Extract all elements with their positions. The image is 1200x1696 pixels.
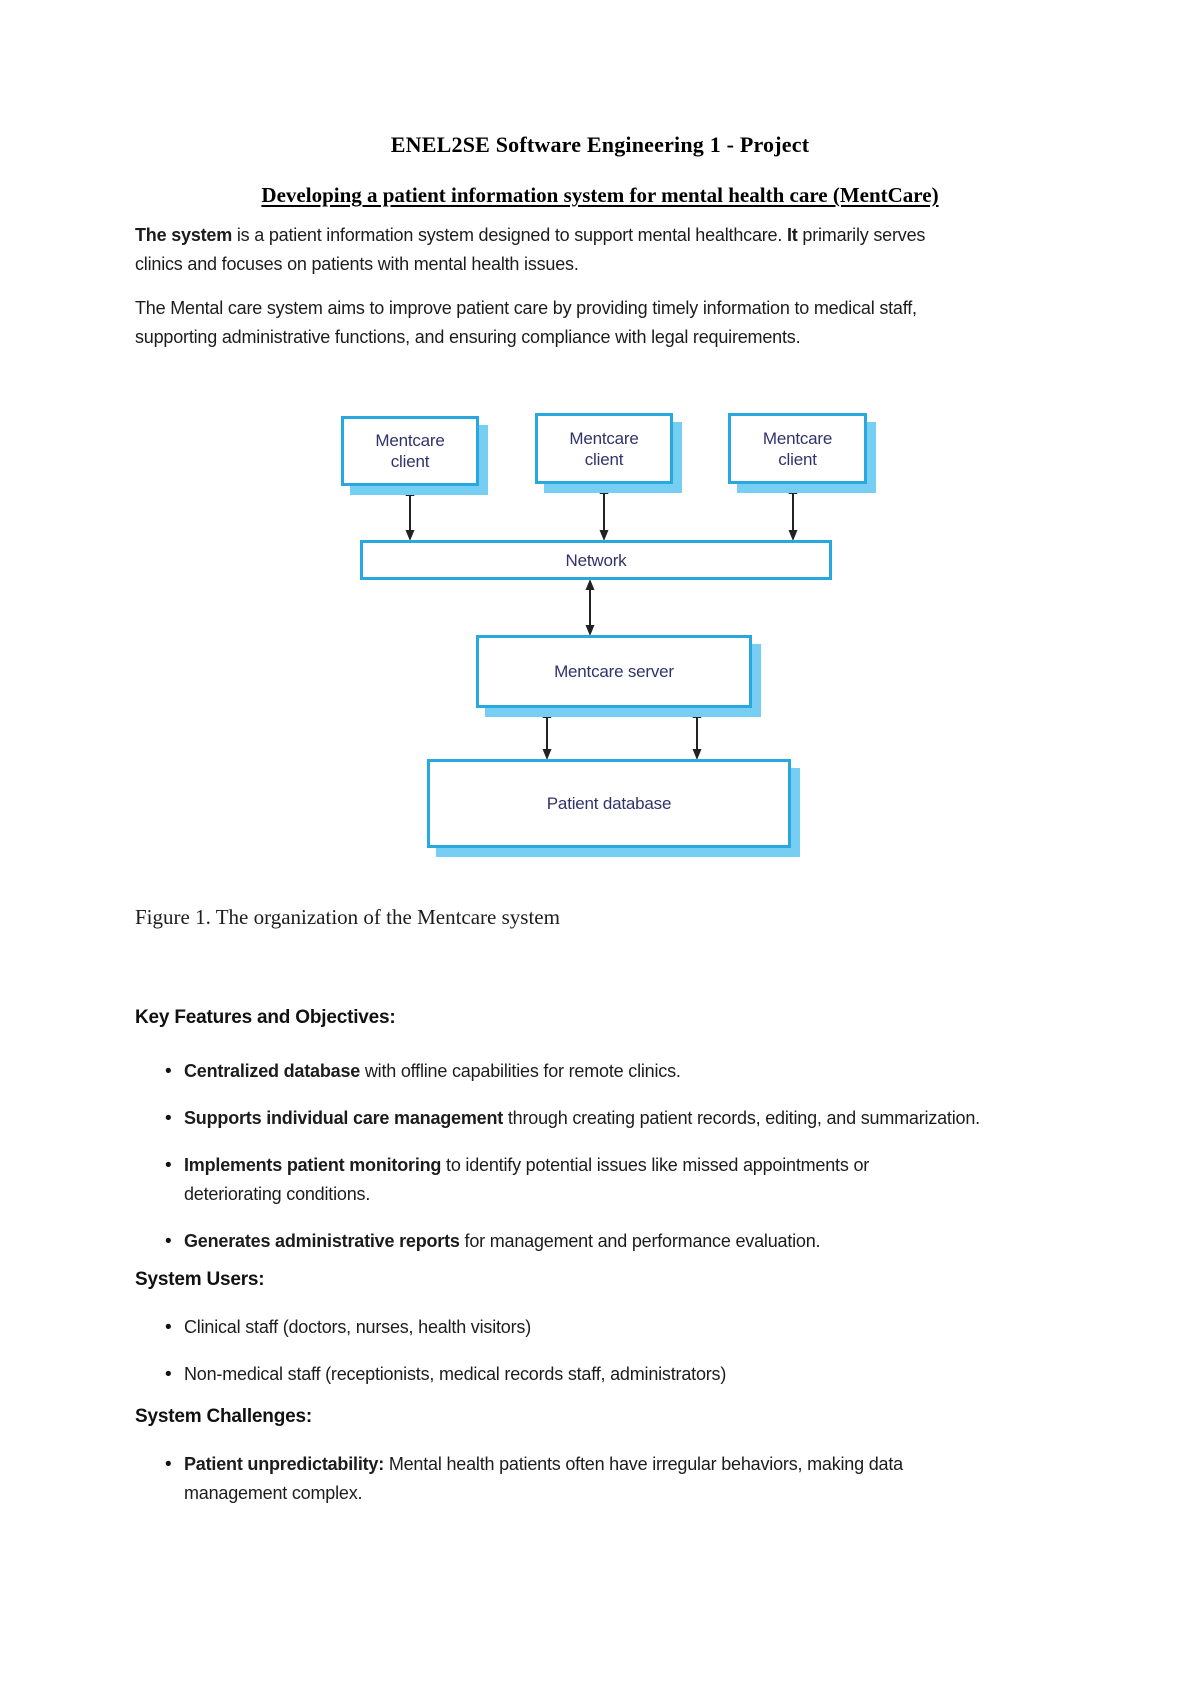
node-label-database: Patient database (546, 794, 672, 813)
intro-text-end: primarily serves clinics and focuses on … (135, 225, 926, 274)
diagram-arrows (405, 483, 798, 760)
system-challenges-heading: System Challenges: (135, 1406, 312, 1427)
node-label-network: Network (565, 550, 627, 570)
feature-rest: to identify potential issues like missed… (184, 1155, 870, 1204)
diagram-node-mentcare-client-3: Mentcare client (728, 413, 867, 484)
aims-paragraph: The Mental care system aims to improve p… (135, 298, 917, 347)
diagram-node-network: Network (360, 540, 832, 580)
mentcare-architecture-diagram: Mentcare client Mentcare client Mentcare… (135, 380, 1065, 865)
challenge-lead: Patient unpredictability: (184, 1454, 385, 1474)
page-subtitle: Developing a patient information system … (261, 183, 939, 207)
double-arrow-client2-network (599, 483, 609, 541)
key-features-heading: Key Features and Objectives: (135, 1007, 396, 1028)
page-title: ENEL2SE Software Engineering 1 - Project (390, 132, 810, 157)
diagram-node-mentcare-server: Mentcare server (476, 635, 752, 708)
user-item-clinical-staff: Clinical staff (doctors, nurses, health … (165, 1313, 1065, 1342)
key-features-list: Centralized database with offline capabi… (135, 1057, 1065, 1256)
feature-lead: Generates administrative reports (184, 1231, 460, 1251)
diagram-node-mentcare-client-2: Mentcare client (535, 413, 673, 484)
feature-lead: Supports individual care management (184, 1108, 504, 1128)
feature-item-care-management: Supports individual care management thro… (165, 1104, 984, 1133)
double-arrow-network-server (585, 579, 595, 636)
challenge-rest: Mental health patients often have irregu… (184, 1454, 903, 1503)
double-arrow-client3-network (788, 483, 798, 541)
intro-text-mid: is a patient information system designed… (232, 225, 787, 245)
double-arrow-server-database-left (542, 707, 552, 760)
double-arrow-client1-network (405, 485, 415, 541)
feature-lead: Implements patient monitoring (184, 1155, 442, 1175)
system-users-heading: System Users: (135, 1269, 265, 1290)
feature-rest: for management and performance evaluatio… (459, 1231, 821, 1251)
diagram-node-patient-database: Patient database (427, 759, 791, 848)
user-item-non-medical-staff: Non-medical staff (receptionists, medica… (165, 1360, 1065, 1389)
feature-lead: Centralized database (184, 1061, 361, 1081)
feature-item-centralized-database: Centralized database with offline capabi… (165, 1057, 1065, 1086)
node-label-server: Mentcare server (554, 662, 674, 681)
feature-item-admin-reports: Generates administrative reports for man… (165, 1227, 1065, 1256)
intro-paragraph: The system is a patient information syst… (135, 221, 970, 279)
key-features-section: Key Features and Objectives: Centralized… (135, 1005, 1065, 1256)
diagram-node-mentcare-client-1: Mentcare client (341, 416, 479, 486)
node-label-client-2: Mentcare client (569, 428, 639, 469)
system-challenges-list: Patient unpredictability: Mental health … (135, 1450, 1065, 1508)
system-challenges-section: System Challenges: Patient unpredictabil… (135, 1404, 1065, 1508)
user-rest: Clinical staff (doctors, nurses, health … (184, 1317, 532, 1337)
system-users-list: Clinical staff (doctors, nurses, health … (135, 1313, 1065, 1389)
double-arrow-server-database-right (692, 707, 702, 760)
challenge-item-patient-unpredictability: Patient unpredictability: Mental health … (165, 1450, 962, 1508)
intro-bold-it: It (786, 225, 798, 245)
node-label-client-3: Mentcare client (762, 428, 833, 469)
feature-item-patient-monitoring: Implements patient monitoring to identif… (165, 1151, 932, 1209)
feature-rest: through creating patient records, editin… (503, 1108, 980, 1128)
figure-caption: Figure 1. The organization of the Mentca… (135, 905, 560, 929)
feature-rest: with offline capabilities for remote cli… (360, 1061, 681, 1081)
user-rest: Non-medical staff (receptionists, medica… (184, 1364, 727, 1384)
intro-bold-lead: The system (135, 225, 233, 245)
system-users-section: System Users: Clinical staff (doctors, n… (135, 1267, 1065, 1389)
node-label-client-1: Mentcare client (375, 431, 445, 471)
